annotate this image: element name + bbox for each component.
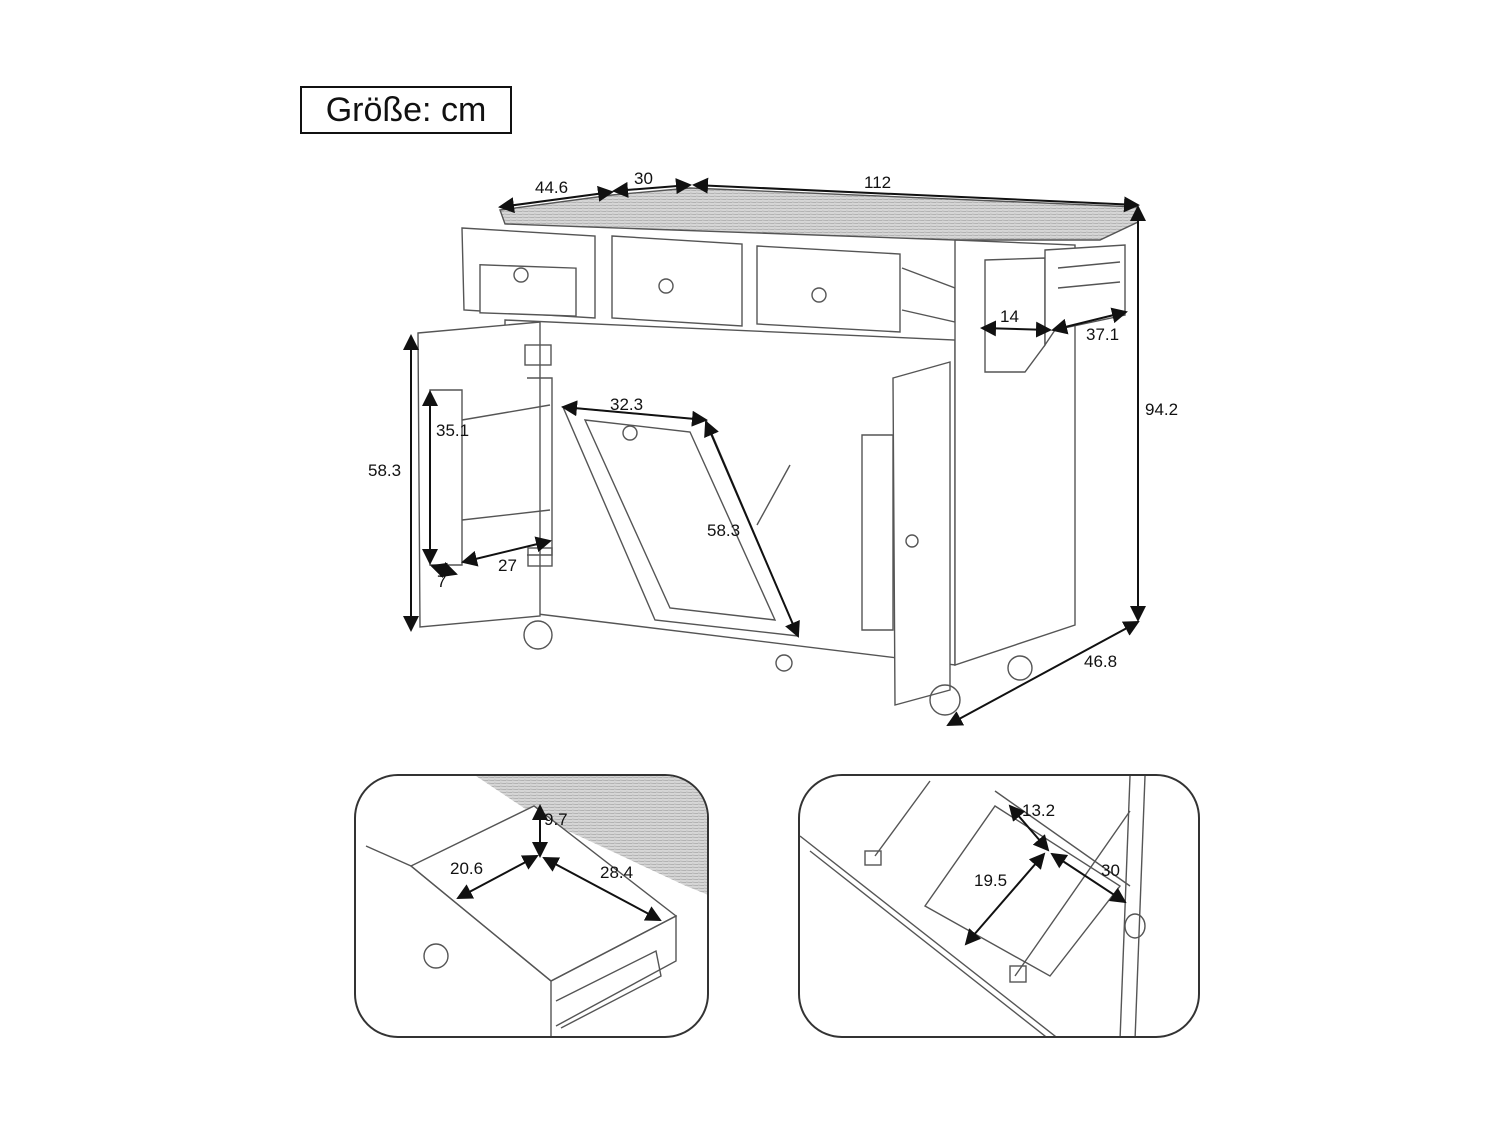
dim-bin-depth: 30 bbox=[1101, 861, 1120, 880]
dim-door-rack-depth: 7 bbox=[437, 572, 447, 591]
dim-door-rack-height: 35.1 bbox=[436, 421, 470, 440]
dim-bin-door-height: 58.3 bbox=[707, 521, 741, 540]
dim-drawer-width: 20.6 bbox=[450, 859, 484, 878]
dim-rack-width: 14 bbox=[1000, 307, 1019, 326]
dim-total-depth: 46.8 bbox=[1084, 652, 1118, 671]
dim-bin-top: 13.2 bbox=[1022, 801, 1056, 820]
dim-rack-length: 37.1 bbox=[1086, 325, 1120, 344]
dim-bin-door-width: 32.3 bbox=[610, 395, 644, 414]
dim-bin-width: 19.5 bbox=[974, 871, 1008, 890]
drawer-detail-inset: 9.7 20.6 28.4 bbox=[354, 774, 709, 1038]
bin-detail-inset: 13.2 19.5 30 bbox=[798, 774, 1200, 1038]
dim-top-width: 112 bbox=[864, 173, 892, 192]
dim-drawer-height: 9.7 bbox=[544, 810, 568, 829]
dim-drawer-depth: 28.4 bbox=[600, 863, 634, 882]
dim-door-rack-width: 27 bbox=[498, 556, 517, 575]
dim-total-height: 94.2 bbox=[1145, 400, 1179, 419]
dim-top-left-depth: 44.6 bbox=[535, 178, 569, 197]
drawer-detail-illustration bbox=[365, 776, 707, 1036]
dim-door-height: 58.3 bbox=[368, 461, 402, 480]
bin-detail-illustration bbox=[800, 776, 1146, 1036]
dim-top-extension: 30 bbox=[634, 169, 653, 188]
size-unit-label: Größe: cm bbox=[300, 86, 512, 134]
